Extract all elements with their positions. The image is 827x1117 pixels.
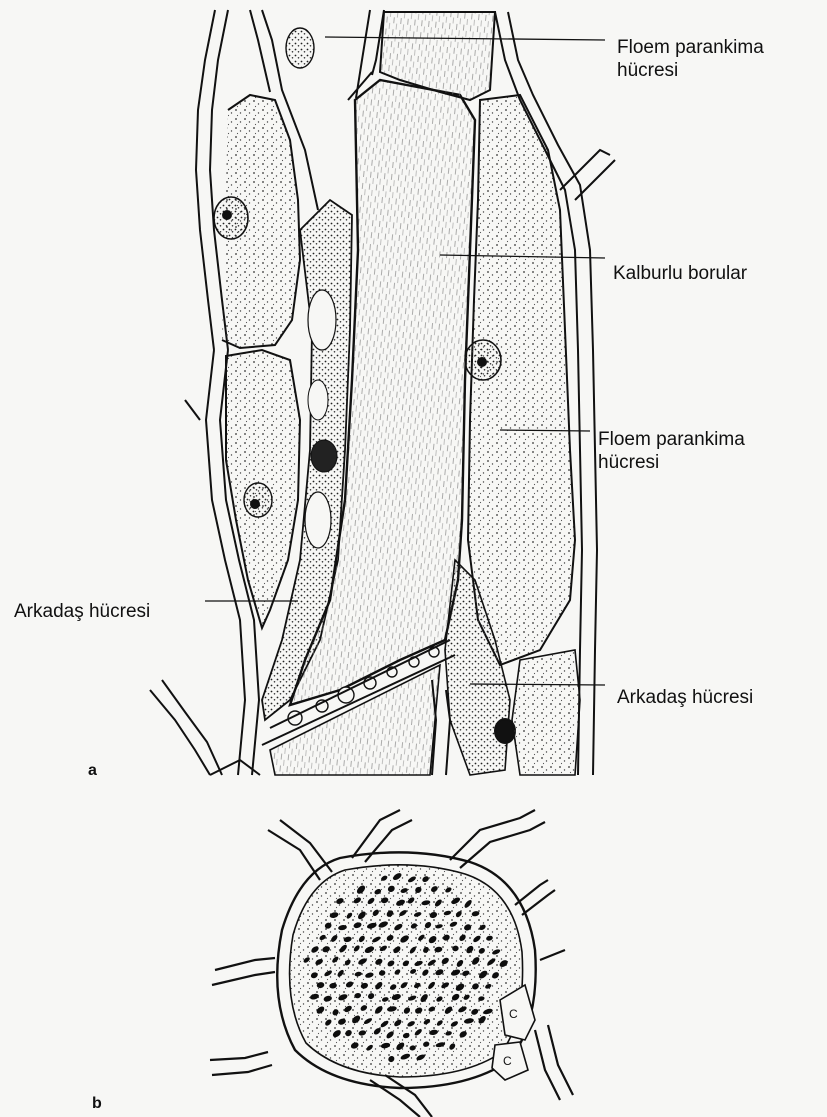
label-line: Floem parankima: [617, 36, 764, 59]
label-floem-parankima-mid: Floem parankima hücresi: [598, 428, 745, 474]
panel-letter-b: b: [92, 1095, 102, 1113]
panel-letter-a: a: [88, 762, 97, 780]
label-line: Floem parankima: [598, 428, 745, 451]
label-arkadas-left: Arkadaş hücresi: [14, 600, 150, 623]
label-arkadas-right: Arkadaş hücresi: [617, 686, 753, 709]
label-line: hücresi: [617, 59, 764, 82]
label-floem-parankima-top: Floem parankima hücresi: [617, 36, 764, 82]
panel-a-drawing: [150, 10, 615, 775]
label-kalburlu-borular: Kalburlu borular: [613, 262, 747, 285]
label-line: hücresi: [598, 451, 745, 474]
companion-mark-c2: C: [503, 1054, 512, 1068]
companion-mark-c1: C: [509, 1007, 518, 1021]
